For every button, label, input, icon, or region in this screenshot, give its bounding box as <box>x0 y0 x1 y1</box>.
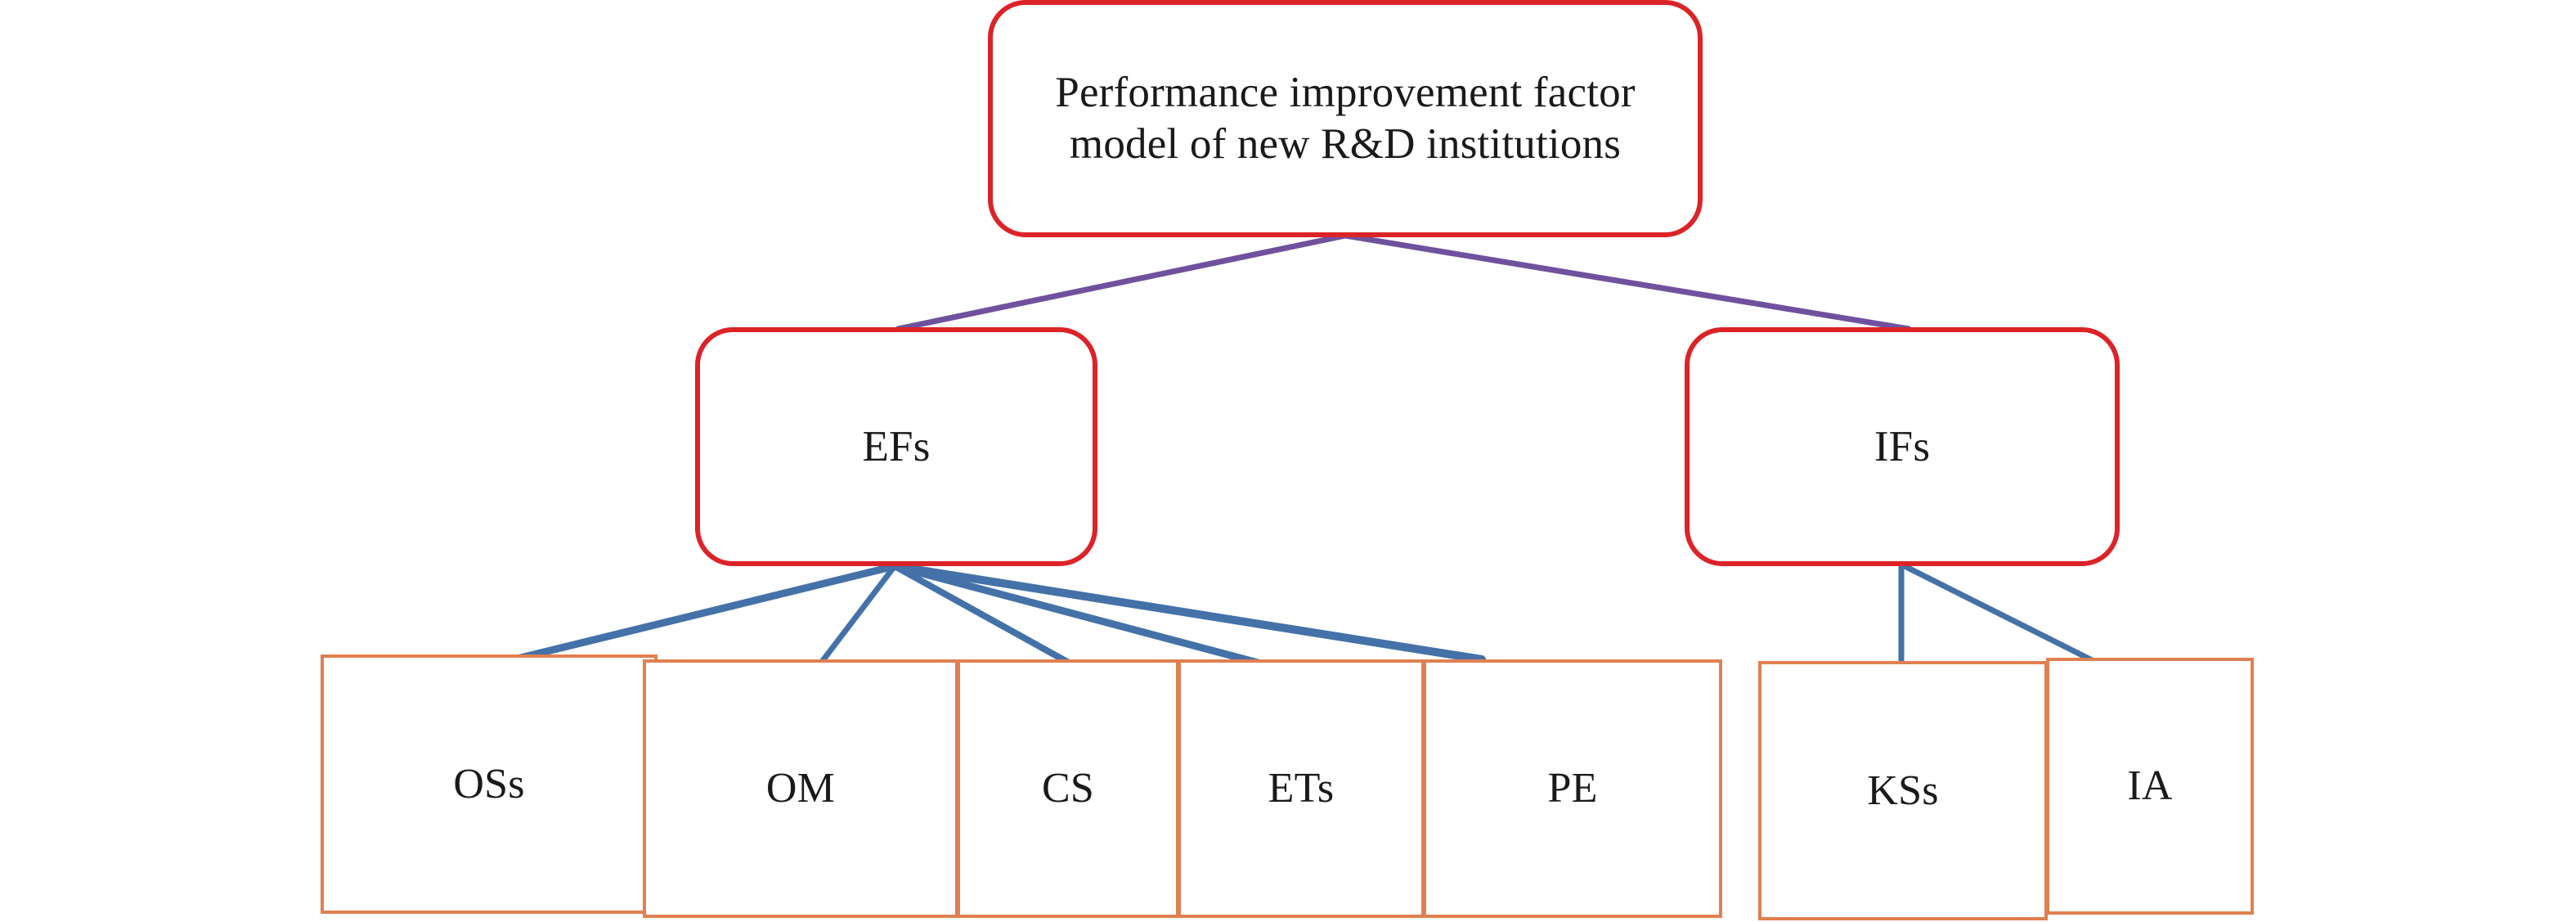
node-pe-label: PE <box>1547 765 1598 812</box>
node-root[interactable]: Performance improvement factor model of … <box>988 0 1703 237</box>
node-root-label-line1: Performance improvement factor <box>1055 69 1636 117</box>
node-ifs-label: IFs <box>1874 422 1931 470</box>
node-ets-label: ETs <box>1268 765 1335 812</box>
node-ia-label: IA <box>2127 762 2173 810</box>
node-oss-label: OSs <box>453 760 525 807</box>
node-ia[interactable]: IA <box>2046 658 2254 915</box>
node-oss[interactable]: OSs <box>321 654 657 914</box>
edge-root-to-efs <box>895 232 1349 332</box>
node-root-label: Performance improvement factor model of … <box>1055 67 1635 169</box>
edge-root-to-ifs <box>1342 232 1912 332</box>
node-efs[interactable]: EFs <box>695 327 1097 566</box>
node-root-label-line2: model of new R&D institutions <box>1069 120 1622 168</box>
node-cs-label: CS <box>1041 765 1094 812</box>
edge-efs-to-om <box>813 563 898 672</box>
node-ifs[interactable]: IFs <box>1685 327 2120 566</box>
edge-efs-to-cs <box>891 563 1087 674</box>
node-pe[interactable]: PE <box>1423 659 1722 918</box>
edge-efs-to-pe <box>891 562 1486 663</box>
node-om[interactable]: OM <box>643 659 958 918</box>
edge-efs-to-oss <box>490 562 899 668</box>
node-ets[interactable]: ETs <box>1178 659 1425 918</box>
node-cs[interactable]: CS <box>957 659 1179 918</box>
node-kss[interactable]: KSs <box>1758 661 2048 920</box>
node-efs-label: EFs <box>862 422 931 470</box>
node-om-label: OM <box>765 765 836 812</box>
node-kss-label: KSs <box>1867 767 1939 814</box>
